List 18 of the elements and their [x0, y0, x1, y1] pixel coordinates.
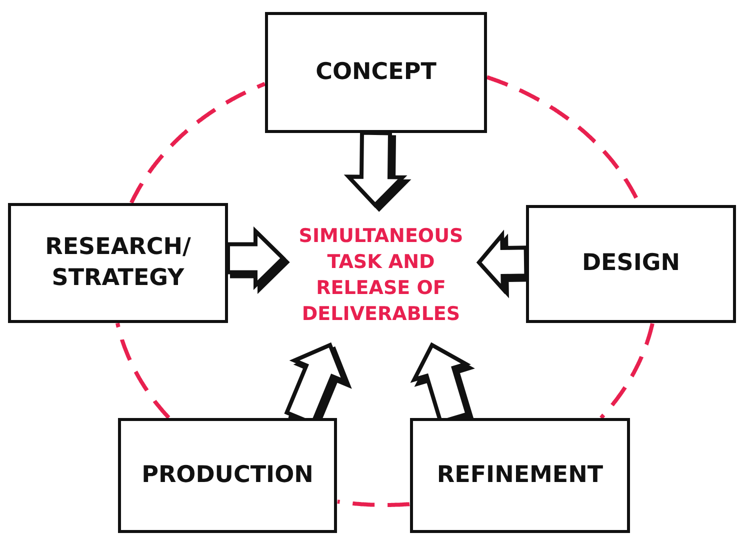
box-label: DESIGN [582, 249, 680, 278]
dashed-ring-segment [116, 322, 170, 420]
block-arrow [226, 226, 286, 290]
dashed-ring-segment [600, 322, 654, 420]
process-box [526, 205, 736, 323]
center-label: SIMULTANEOUS TASK AND RELEASE OF DELIVERABLES [283, 205, 479, 345]
process-box [265, 12, 487, 133]
block-arrow [344, 130, 408, 208]
box-label: PRODUCTION [142, 460, 314, 490]
box-label: CONCEPT [316, 58, 436, 87]
box-label: RESEARCH/ STRATEGY [44, 232, 192, 293]
process-box [118, 418, 337, 533]
dashed-ring-segment [336, 500, 411, 507]
process-box [8, 203, 228, 323]
block-arrow [476, 230, 528, 294]
dashed-ring-segment [130, 82, 266, 204]
box-label: REFINEMENT [436, 460, 604, 490]
process-box [410, 418, 630, 533]
